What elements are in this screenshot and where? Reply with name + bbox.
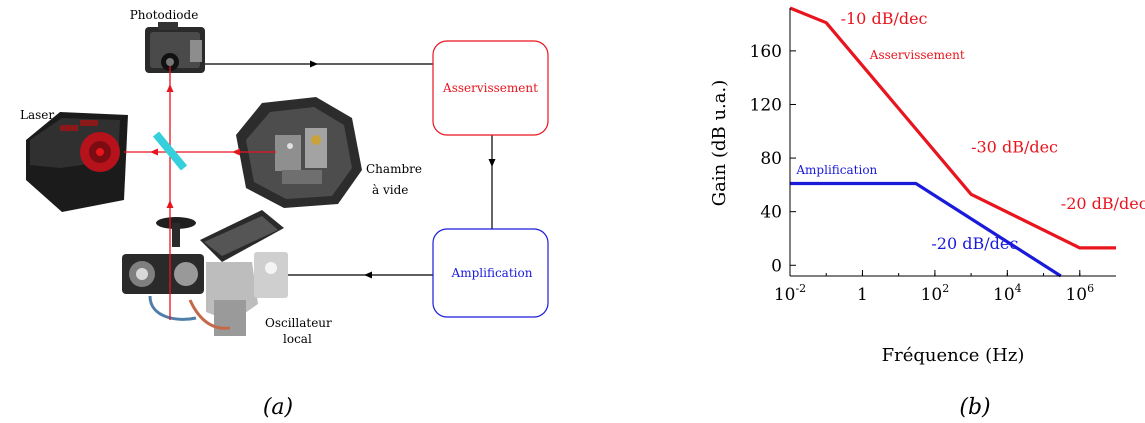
x-tick-label: 10-2 — [774, 282, 806, 305]
chamber-label-line1: Chambre — [366, 162, 422, 176]
laser-beams — [124, 66, 276, 320]
oscillator-label-line2: local — [283, 332, 312, 346]
plot-axes-layer: 0 40 80 120 160 10-2 1 102 104 106 — [750, 8, 1116, 305]
photodiode-device — [145, 22, 205, 73]
arrow-beam-right-2 — [232, 148, 240, 156]
photodiode-label: Photodiode — [130, 8, 199, 22]
plot-series-layer — [789, 6, 1116, 278]
annotation-1: -10 dB/dec — [841, 9, 928, 28]
oscillator-label-line1: Oscillateur — [265, 316, 332, 330]
annotation-3: -30 dB/dec — [971, 138, 1058, 157]
x-tick-label: 104 — [993, 282, 1022, 305]
x-axis-label: Fréquence (Hz) — [882, 345, 1025, 366]
chamber-label-line2: à vide — [372, 183, 408, 197]
arrow-beam-right-1 — [150, 148, 158, 156]
local-oscillator-device — [122, 210, 288, 336]
panel-a-diagram: Photodiode Laser Chambre à vide — [20, 8, 549, 420]
amplification-box — [432, 228, 549, 318]
x-tick-label: 1 — [857, 285, 868, 305]
series-line-1 — [789, 6, 1116, 250]
arrow-beam-up-1 — [166, 84, 174, 92]
servo-box — [432, 40, 549, 136]
arrow-beam-up-2 — [166, 200, 174, 208]
signal-wires — [205, 60, 496, 279]
amplification-box-label: Amplification — [451, 266, 533, 280]
y-tick-label: 0 — [771, 256, 782, 276]
servo-box-label: Asservissement — [442, 81, 538, 95]
annotation-2: Asservissement — [869, 48, 965, 62]
panel-a-caption: (a) — [263, 395, 293, 420]
arrow-wire-left — [364, 271, 372, 279]
laser-label: Laser — [20, 108, 54, 122]
arrow-wire-right — [310, 60, 318, 68]
x-tick-label: 102 — [921, 282, 950, 305]
y-axis-label: Gain (dB u.a.) — [709, 80, 730, 206]
laser-device — [26, 112, 128, 212]
vacuum-chamber — [236, 97, 362, 208]
annotation-4: -20 dB/dec — [1061, 194, 1145, 213]
y-tick-label: 160 — [750, 42, 782, 62]
series-line-2 — [790, 181, 1062, 278]
y-tick-label: 80 — [760, 149, 782, 169]
x-tick-label: 106 — [1065, 282, 1094, 305]
annotation-6: -20 dB/dec — [931, 234, 1018, 253]
annotation-5: Amplification — [795, 163, 877, 177]
y-tick-label: 40 — [760, 203, 782, 223]
y-tick-label: 120 — [750, 95, 782, 115]
arrow-wire-down — [488, 159, 496, 167]
panel-b-caption: (b) — [959, 395, 990, 420]
beamsplitter — [152, 131, 188, 171]
